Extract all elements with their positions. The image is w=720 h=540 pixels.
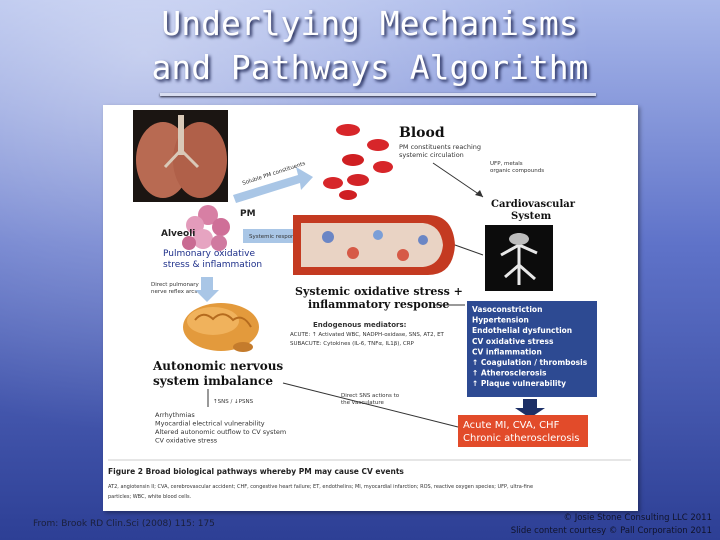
effect-item: ↑ Coagulation / thrombosis [472,358,588,367]
direct-pulm-1: Direct pulmonary [151,282,200,288]
blood-sub-1: PM constituents reaching [399,143,481,151]
blood-sub-2: systemic circulation [399,151,464,159]
pulm-title-2: stress & inflammation [163,260,262,270]
angiogram-image [485,225,553,291]
caption-abbrev-2: particles; WBC, white blood cells. [108,494,192,500]
source-citation: From: Brook RD Clin.Sci (2008) 115: 175 [33,519,215,529]
outcome-item: CV oxidative stress [155,437,218,445]
title-line-1: Underlying Mechanisms [161,4,579,43]
autonomic-title-1: Autonomic nervous [152,359,283,373]
effect-item: Endothelial dysfunction [472,326,572,335]
blood-cells-image [323,124,393,200]
alveoli-label: Alveoli [161,229,195,239]
direct-sns-2: the vasculature [341,400,384,406]
effect-item: CV oxidative stress [472,337,554,346]
cardio-title-2: System [511,211,552,222]
outcome-line-2: Chronic atherosclerosis [463,433,580,444]
lungs-image [133,110,228,202]
effects-box [467,301,597,397]
vessel-to-heart-line [454,244,484,256]
pulm-title-1: Pulmonary oxidative [163,249,255,259]
copyright-line-1: © Josie Stone Consulting LLC 2011 [563,513,713,523]
soluble-arrow [233,167,313,203]
systemic-arrow [243,222,309,250]
acute-mediators: ACUTE: ↑ Activated WBC, NADPH-oxidase, S… [290,331,445,338]
sns-to-outcome-line [282,382,459,428]
effects-list: VasoconstrictionHypertensionEndothelial … [472,305,588,388]
effect-item: CV inflammation [472,347,542,356]
effect-item: ↑ Plaque vulnerability [472,379,566,388]
outcome-box [458,415,588,447]
effects-down-arrow [515,399,545,418]
endogenous-label: Endogenous mediators: [313,321,407,329]
alveoli-image [182,205,230,251]
ufp-arrowhead [475,190,483,197]
title-underline [160,93,596,96]
systemic-arrow-label: Systemic responses [249,234,304,240]
outcome-item: Altered autonomic outflow to CV system [155,428,286,436]
systemic-title-1: Systemic oxidative stress + [295,285,463,298]
effect-item: Vasoconstriction [472,305,542,314]
outcome-item: Myocardial electrical vulnerability [155,420,265,428]
blood-vessel-image [293,215,455,275]
sns-label: ↑SNS / ↓PSNS [213,398,254,405]
pm-label: PM [240,209,256,219]
copyright-line-2: Slide content courtesy © Pall Corporatio… [510,526,712,536]
autonomic-title-2: system imbalance [153,374,273,388]
direct-pulm-2: nerve reflex arcs [151,289,197,295]
pathway-diagram: Alveoli PM Blood PM constituents reachin… [108,110,631,500]
ufp-arrow [432,162,484,198]
cardio-title-1: Cardiovascular [491,199,576,210]
direct-sns-1: Direct SNS actions to [341,393,400,399]
ufp-note-2: organic compounds [490,168,544,174]
slide-title: Underlying Mechanisms and Pathways Algor… [110,2,630,90]
pulm-down-arrow [195,277,219,302]
effect-item: Hypertension [472,316,529,325]
brain-image [183,303,259,352]
caption-title: Figure 2 Broad biological pathways where… [108,467,404,476]
outcome-line-1: Acute MI, CVA, CHF [463,420,560,431]
title-line-2: and Pathways Algorithm [151,48,589,87]
ufp-note-1: UFP, metals [490,161,523,167]
outcome-item: Arrhythmias [155,411,195,419]
blood-title: Blood [399,125,445,141]
copyright-block: © Josie Stone Consulting LLC 2011 Slide … [511,512,712,538]
caption-abbrev-1: AT2, angiotensin II; CVA, cerebrovascula… [108,484,533,490]
pathway-figure: Alveoli PM Blood PM constituents reachin… [103,105,638,511]
subacute-mediators: SUBACUTE: Cytokines (IL-6, TNFα, IL1β), … [290,341,415,347]
effect-item: ↑ Atherosclerosis [472,369,547,378]
systemic-title-2: inflammatory response [308,298,449,311]
